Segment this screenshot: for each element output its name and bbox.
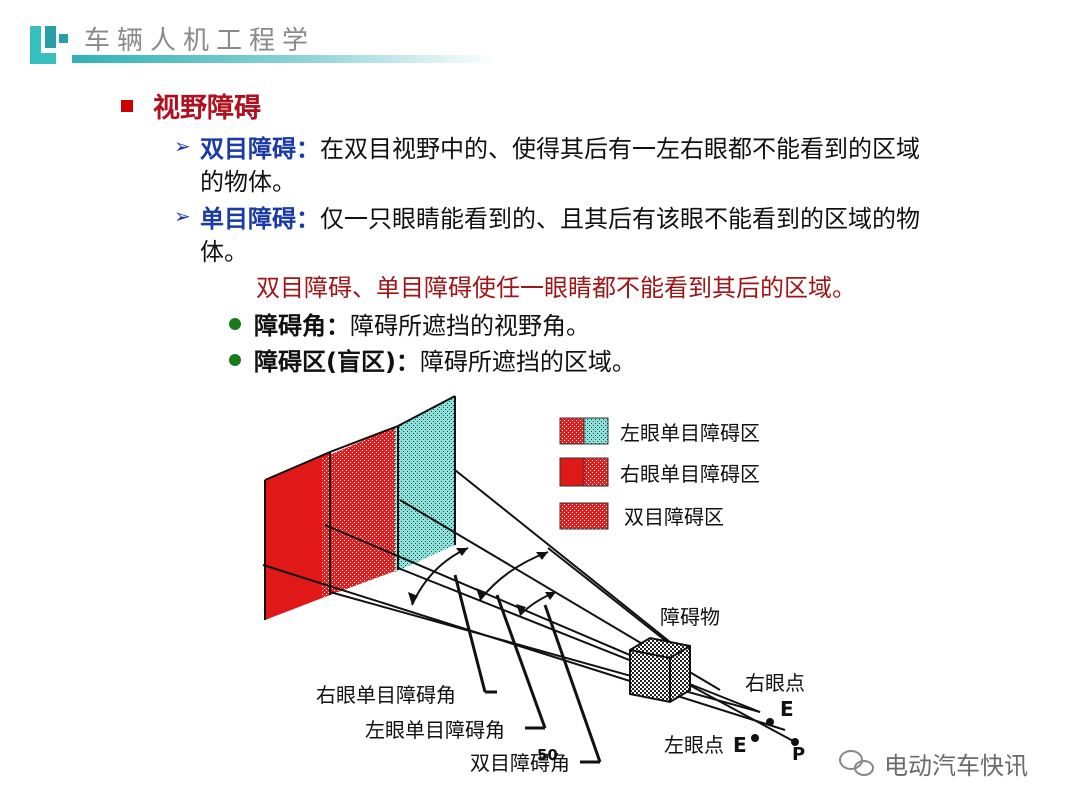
legend-label-right-eye: 右眼单目障碍区 — [620, 462, 760, 486]
left-eye-label: 左眼点 — [664, 733, 724, 757]
watermark-text: 电动汽车快讯 — [884, 752, 1028, 780]
label-leaders — [453, 574, 602, 764]
square-bullet-icon — [121, 100, 133, 112]
section-heading: 视野障碍 — [153, 93, 261, 124]
binocular-zone-panel — [322, 426, 398, 598]
summary-note: 双目障碍、单目障碍使任一眼睛都不能看到其后的区域。 — [256, 274, 856, 302]
legend-label-left-eye: 左眼单目障碍区 — [620, 421, 760, 445]
legend-label-binocular: 双目障碍区 — [624, 505, 724, 529]
round-bullet-icon — [229, 354, 241, 366]
arrow-bullet-icon: ➢ — [174, 134, 191, 158]
definition-continuation: 体。 — [200, 238, 248, 266]
obstacle-cube — [629, 636, 691, 704]
header-underline — [72, 55, 497, 63]
e-label-left: E — [733, 733, 747, 757]
definition-text: 仅一只眼睛能看到的、且其后有该眼不能看到的区域的物 — [320, 205, 920, 233]
arrow-heads — [408, 548, 556, 615]
course-logo — [30, 26, 70, 64]
bullet-line: 障碍区(盲区)：障碍所遮挡的区域。 — [254, 342, 636, 377]
bullet-term: 障碍区(盲区)： — [254, 348, 420, 376]
slide-header: 车辆人机工程学 — [0, 0, 1080, 80]
figure-number: 50 — [537, 746, 558, 764]
left-eye-point — [751, 734, 759, 742]
definition-line: 单目障碍：仅一只眼睛能看到的、且其后有该眼不能看到的区域的物 — [200, 199, 920, 234]
round-bullet-icon — [229, 318, 241, 330]
arrow-bullet-icon: ➢ — [174, 204, 191, 228]
p-point — [791, 738, 799, 746]
angle-label-left-eye: 左眼单目障碍角 — [365, 718, 505, 742]
course-title: 车辆人机工程学 — [84, 26, 316, 56]
right-eye-label: 右眼点 — [745, 671, 805, 695]
definition-term: 双目障碍： — [200, 135, 320, 163]
bullet-text: 障碍所遮挡的视野角。 — [350, 312, 590, 340]
angle-label-binocular: 双目障碍角 — [470, 751, 570, 775]
bullet-line: 障碍角：障碍所遮挡的视野角。 — [254, 306, 590, 341]
wechat-icon — [839, 750, 874, 776]
definition-term: 单目障碍： — [200, 205, 320, 233]
obstacle-label: 障碍物 — [660, 605, 720, 629]
bullet-text: 障碍所遮挡的区域。 — [419, 348, 636, 376]
p-label: P — [792, 744, 805, 765]
definition-line: 双目障碍：在双目视野中的、使得其后有一左右眼都不能看到的区域 — [200, 129, 920, 164]
legend — [559, 417, 609, 530]
definition-continuation: 的物体。 — [200, 168, 296, 196]
slide-content: 视野障碍 ➢ 双目障碍：在双目视野中的、使得其后有一左右眼都不能看到的区域 的物… — [0, 0, 1080, 380]
bullet-term: 障碍角： — [254, 312, 350, 340]
angle-label-right-eye: 右眼单目障碍角 — [316, 683, 456, 707]
definition-text: 在双目视野中的、使得其后有一左右眼都不能看到的区域 — [320, 135, 920, 163]
e-label-right: E — [780, 697, 794, 721]
right-eye-zone-panel — [265, 452, 330, 620]
left-eye-zone-panel — [395, 396, 455, 572]
right-eye-point — [766, 718, 774, 726]
